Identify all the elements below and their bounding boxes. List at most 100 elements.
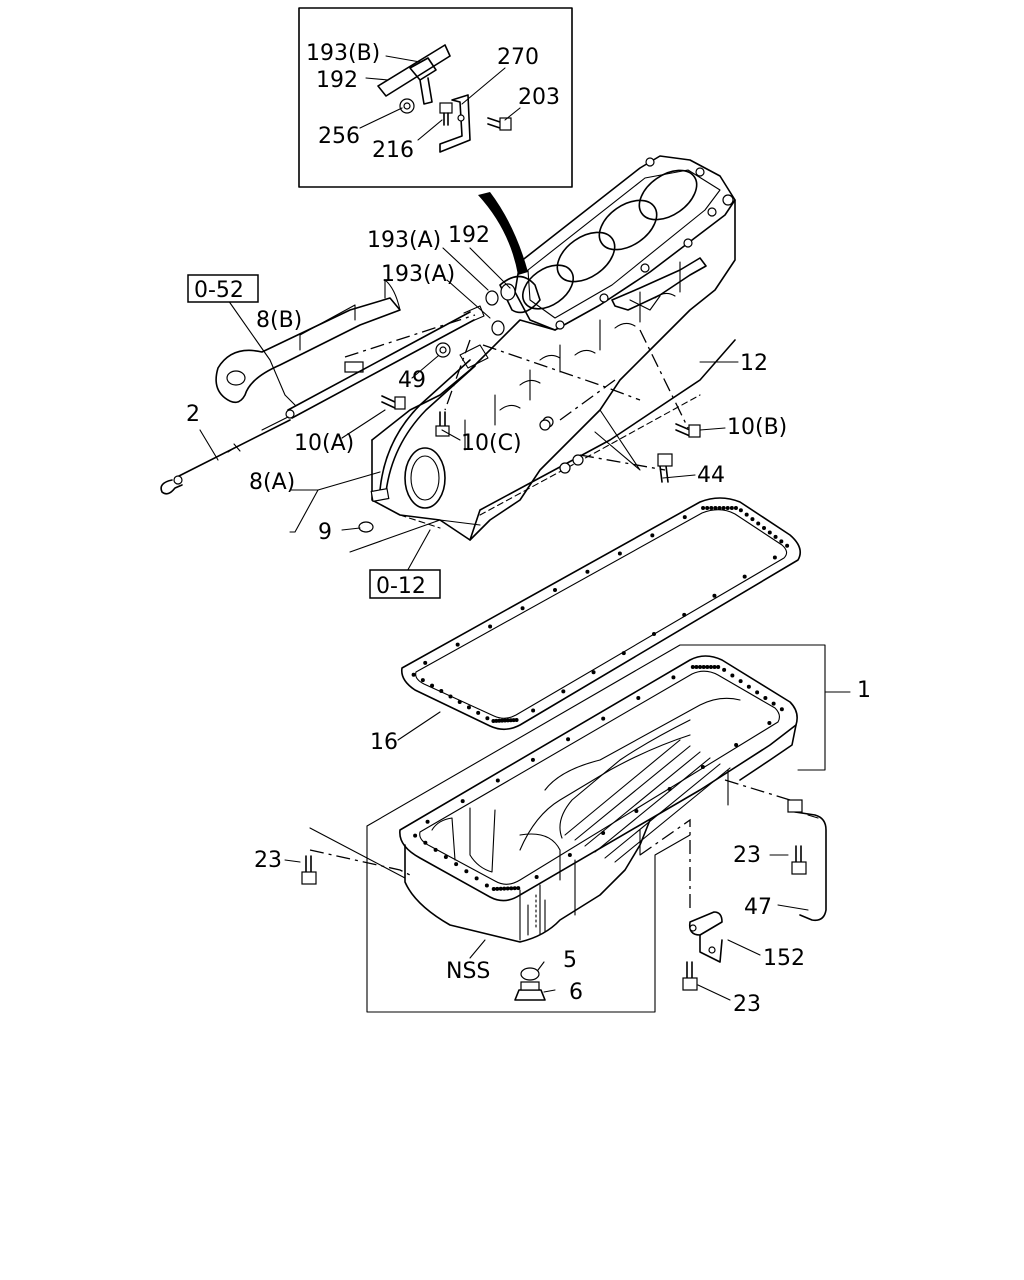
flange-bolt-hole [534, 875, 539, 879]
flange-bolt-hole [512, 886, 517, 891]
gasket-bolt-hole [767, 530, 772, 535]
flange-bolt-hole [425, 819, 430, 824]
flange-bolt-hole [716, 665, 721, 669]
gasket-bolt-hole [650, 533, 655, 538]
flange-bolt-hole [771, 701, 776, 706]
callout-270: 270 [497, 45, 539, 70]
flange-bolt-hole [530, 757, 535, 762]
flange-bolt-hole [701, 665, 706, 669]
flange-bolt-hole [484, 883, 489, 888]
flange-bolt-hole [634, 809, 639, 813]
flange-bolt-hole [694, 665, 699, 669]
leaders [199, 247, 739, 576]
callout-12: 12 [740, 351, 768, 376]
flange-bolt-hole [516, 886, 521, 891]
flange-bolt-hole [690, 665, 695, 669]
flange-bolt-hole [601, 831, 606, 835]
gasket-bolt-hole [779, 539, 784, 544]
gasket-bolt-hole [476, 710, 481, 715]
gasket-bolt-hole [500, 718, 505, 723]
dipstick-assembly [160, 257, 707, 533]
gasket-bolt-hole [725, 506, 730, 510]
flange-bolt-hole [443, 854, 448, 859]
flange-bolt-hole [454, 862, 459, 867]
gasket-bolt-hole [503, 718, 507, 723]
callout-192: 192 [448, 223, 490, 248]
flange-bolt-hole [567, 853, 572, 857]
callout-10c: 10(C) [461, 431, 522, 456]
gasket-bolt-hole [585, 569, 590, 574]
callout-23-right: 23 [733, 843, 761, 868]
gasket-bolt-hole [455, 642, 460, 647]
flange-bolt-hole [734, 743, 739, 747]
callout-6: 6 [569, 980, 583, 1005]
flange-bolt-hole [708, 665, 713, 669]
gasket-bolt-hole [742, 574, 747, 579]
gasket-bolt-hole [712, 593, 717, 598]
flange-bolt-hole [502, 886, 507, 891]
gasket-bolt-hole [591, 670, 596, 675]
detail-inset: 193(B) 192 270 203 256 216 [298, 7, 573, 275]
flange-bolt-hole [730, 673, 735, 678]
flange-bolt-hole [712, 665, 717, 669]
flange-bolt-hole [671, 675, 676, 680]
flange-bolt-hole [566, 737, 571, 742]
gasket-bolt-hole [756, 521, 761, 526]
gasket-bolt-hole [411, 672, 416, 677]
gasket-bolt-hole [729, 506, 734, 510]
callout-203: 203 [518, 85, 560, 110]
gasket-bolt-hole [701, 506, 706, 510]
callout-44: 44 [697, 463, 725, 488]
flange-bolt-hole [667, 787, 672, 791]
callout-9: 9 [318, 520, 332, 545]
pan-callout-frame [284, 644, 851, 1013]
flange-bolt-hole [601, 716, 606, 721]
callout-193a-lower: 193(A) [381, 262, 455, 287]
callout-5: 5 [563, 948, 577, 973]
gasket-bolt-hole [423, 660, 428, 665]
gasket-bolt-hole [508, 718, 513, 723]
callout-16: 16 [370, 730, 398, 755]
flange-bolt-hole [433, 847, 438, 852]
flange-bolt-hole [495, 886, 500, 891]
gasket-bolt-hole [772, 555, 777, 560]
callout-47: 47 [744, 895, 772, 920]
ref-label-0-12: 0-12 [376, 574, 426, 599]
gasket-bolt-hole [430, 683, 435, 688]
gasket-bolt-hole [721, 506, 726, 510]
callout-2: 2 [186, 402, 200, 427]
flange-bolt-hole [498, 886, 503, 891]
gasket-bolt-hole [717, 506, 722, 510]
gasket-bolt-hole [420, 678, 425, 683]
callout-nss: NSS [446, 959, 490, 984]
flange-bolt-hole [700, 765, 705, 769]
gasket-bolt-hole [511, 718, 516, 723]
engine-block [371, 155, 736, 541]
gasket-bolt-hole [744, 512, 749, 517]
gasket-bolt-hole [466, 705, 471, 710]
flange-bolt-hole [495, 778, 500, 783]
gasket-bolt-hole [773, 534, 778, 539]
ref-box-0-12[interactable]: 0-12 [369, 569, 441, 599]
ref-label-0-52: 0-52 [194, 278, 244, 303]
gasket-bolt-hole [785, 543, 790, 548]
gasket-bolt-hole [520, 606, 525, 611]
gasket-bolt-hole [617, 551, 622, 556]
gasket-bolt-hole [439, 689, 444, 694]
flange-bolt-hole [460, 799, 465, 804]
flange-bolt-hole [722, 667, 727, 672]
gasket-bolt-hole [553, 588, 557, 592]
callout-193b-inset: 193(B) [306, 41, 380, 66]
callout-8a: 8(A) [249, 470, 295, 495]
callout-193a-upper: 193(A) [367, 228, 441, 253]
callout-192-inset: 192 [316, 68, 358, 93]
gasket-bolt-hole [448, 694, 453, 699]
gasket-bolt-hole [621, 651, 626, 656]
callout-23-left: 23 [254, 848, 282, 873]
oil-pan [301, 655, 827, 1001]
flange-bolt-hole [491, 886, 496, 891]
gasket-bolt-hole [485, 716, 490, 721]
ref-box-0-52[interactable]: 0-52 [187, 274, 259, 303]
gasket-bolt-hole [531, 708, 536, 713]
gasket-bolt-hole [733, 506, 738, 510]
